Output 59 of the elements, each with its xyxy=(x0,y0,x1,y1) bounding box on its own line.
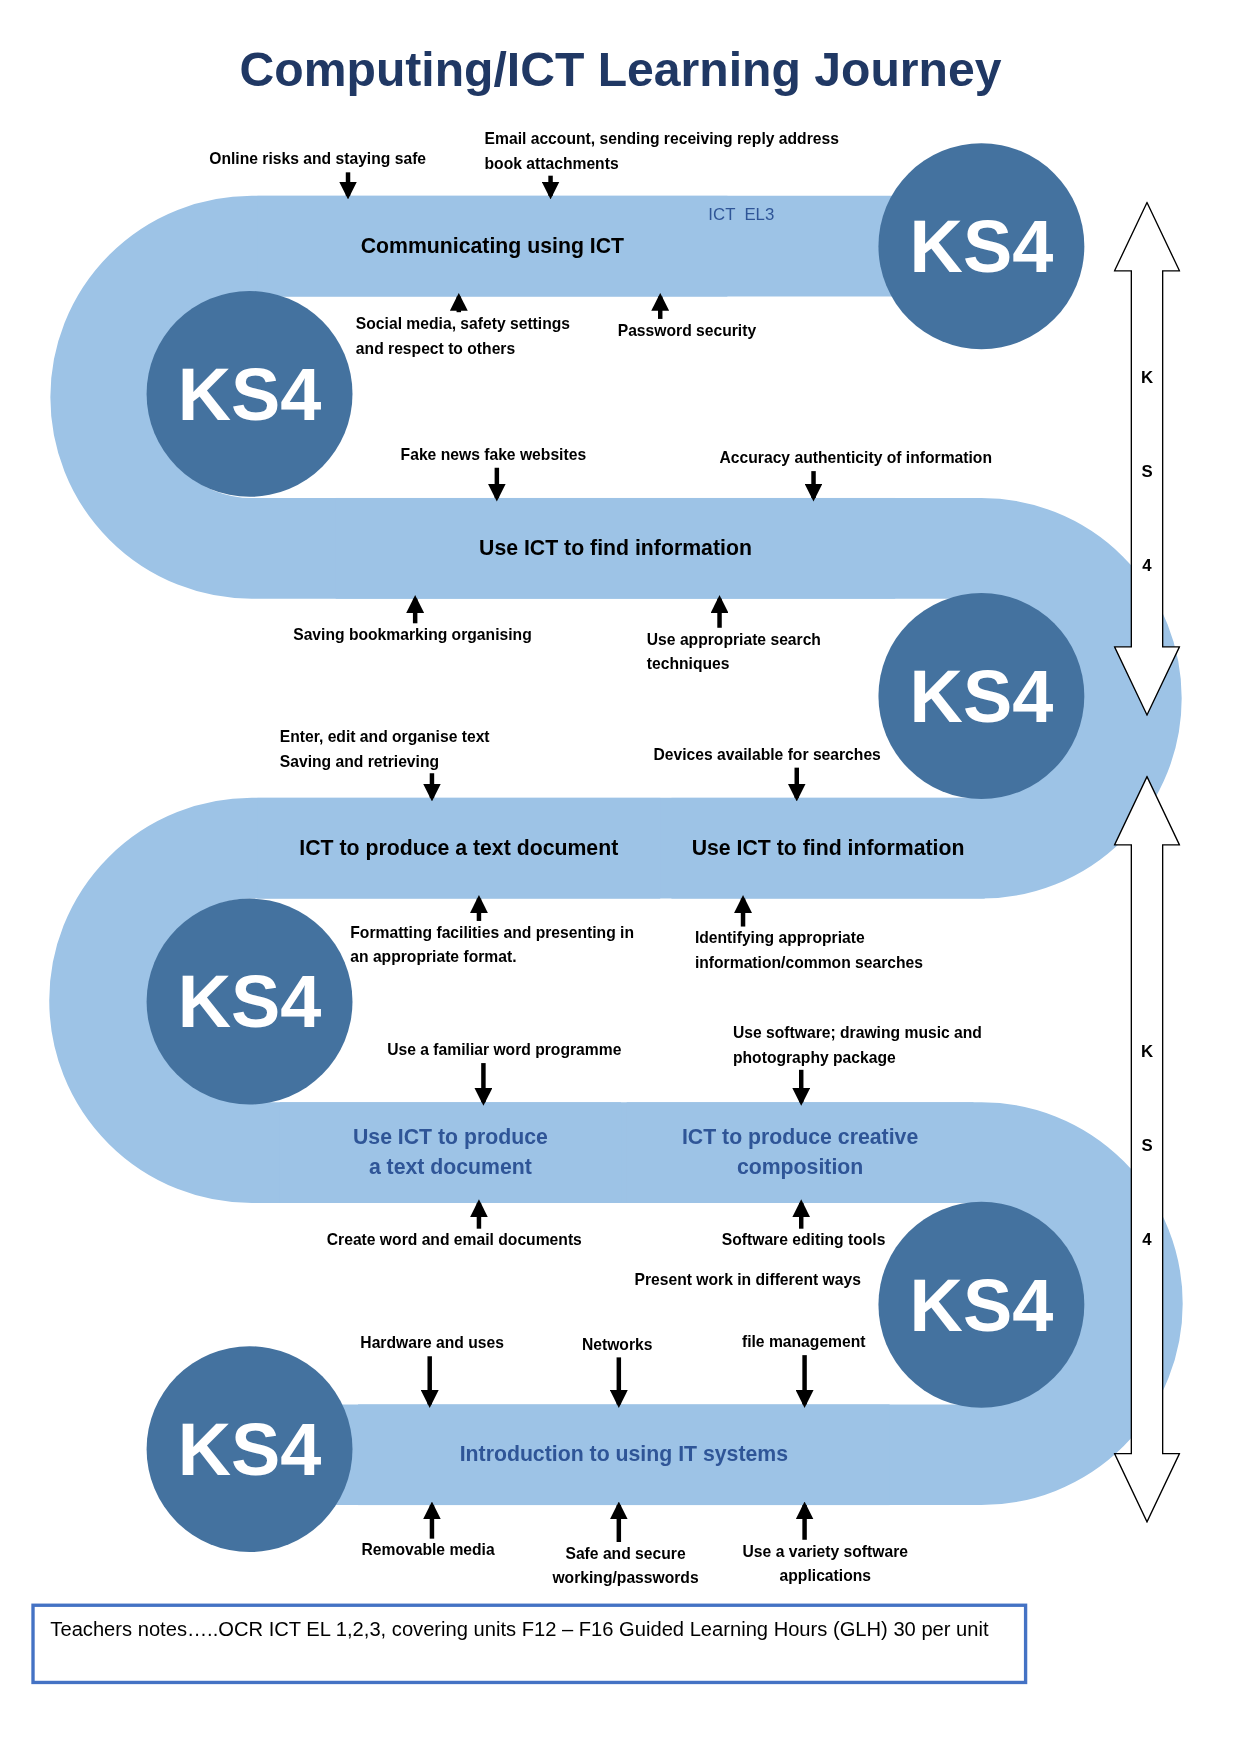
topic-label: ICT to produce creative composition xyxy=(680,1124,920,1181)
annotation-text: Social media, safety settings and respect to others xyxy=(355,312,597,361)
topic-label: Introduction to using IT systems xyxy=(459,1441,789,1468)
topic-label: Use ICT to find information xyxy=(479,534,752,562)
annotation-text: Removable media xyxy=(361,1538,495,1563)
arrow xyxy=(423,773,441,802)
annotation-text: Use a familiar word programme xyxy=(387,1038,622,1063)
annotation-text: Email account, sending receiving reply address book attachments xyxy=(484,127,854,177)
annotation-text: Use appropriate search techniques xyxy=(646,627,849,677)
label-text: Present work in different ways xyxy=(634,1270,861,1288)
notes-box: Teachers notes…..OCR ICT EL 1,2,3, covering units F12 – F16 Guided Learning Hours (GLH) 30 per unit xyxy=(31,1603,1028,1685)
arrow xyxy=(795,1501,814,1540)
arrow xyxy=(609,1501,628,1542)
annotation-text: Create word and email documents xyxy=(326,1228,582,1253)
stage-label: K S 4 xyxy=(1139,366,1155,577)
arrow xyxy=(487,467,506,502)
arrow xyxy=(449,292,468,313)
arrow xyxy=(710,595,729,628)
arrow xyxy=(651,292,670,319)
stage-label: K S 4 xyxy=(1139,1040,1155,1251)
arrow xyxy=(339,172,357,200)
annotation-text: Software editing tools xyxy=(721,1228,886,1253)
stage-circle: KS4 xyxy=(878,143,1085,350)
arrow xyxy=(792,1069,811,1106)
topic-label: Use ICT to produce a text document xyxy=(351,1124,549,1181)
arrow xyxy=(795,1355,814,1408)
annotation-text: Fake news fake websites xyxy=(400,443,587,468)
annotation-text: Enter, edit and organise text Saving and retrieving xyxy=(279,725,538,774)
annotation-text: Accuracy authenticity of information xyxy=(719,446,992,471)
arrow xyxy=(804,471,823,502)
arrow xyxy=(470,1199,488,1229)
arrow xyxy=(787,767,806,802)
annotation-text: Identifying appropriate information/common searches xyxy=(694,926,964,976)
annotation-text: file management xyxy=(741,1330,866,1355)
arrow xyxy=(474,1063,493,1106)
annotation-text: Safe and secure working/passwords xyxy=(541,1542,710,1591)
annotation-text: Password security xyxy=(617,318,757,344)
arrow xyxy=(420,1356,439,1408)
topic-label: ICT to produce a text document xyxy=(299,834,619,862)
arrow xyxy=(734,895,752,927)
annotation-text: Use a variety software applications xyxy=(727,1539,924,1589)
page-title: Computing/ICT Learning Journey xyxy=(238,42,1003,98)
arrow xyxy=(423,1501,441,1539)
annotation-text: Saving bookmarking organising xyxy=(293,623,532,648)
annotation-text: Networks xyxy=(581,1332,653,1358)
label-text: ICT EL3 xyxy=(708,204,775,224)
stage-circle: KS4 xyxy=(146,1346,353,1553)
annotation-text: Hardware and uses xyxy=(360,1331,504,1356)
annotation-text: Formatting facilities and presenting in an appropriate format. xyxy=(350,920,653,970)
arrow xyxy=(541,175,560,200)
arrow xyxy=(792,1199,811,1229)
annotation-text: Devices available for searches xyxy=(653,743,881,768)
annotation-text: Online risks and staying safe xyxy=(209,147,427,172)
arrow xyxy=(609,1357,628,1408)
topic-label: Use ICT to find information xyxy=(691,834,965,862)
annotation-text: Use software; drawing music and photography package xyxy=(732,1021,985,1071)
topic-label: Communicating using ICT xyxy=(360,232,625,260)
arrow xyxy=(406,595,425,624)
arrow xyxy=(470,895,488,921)
